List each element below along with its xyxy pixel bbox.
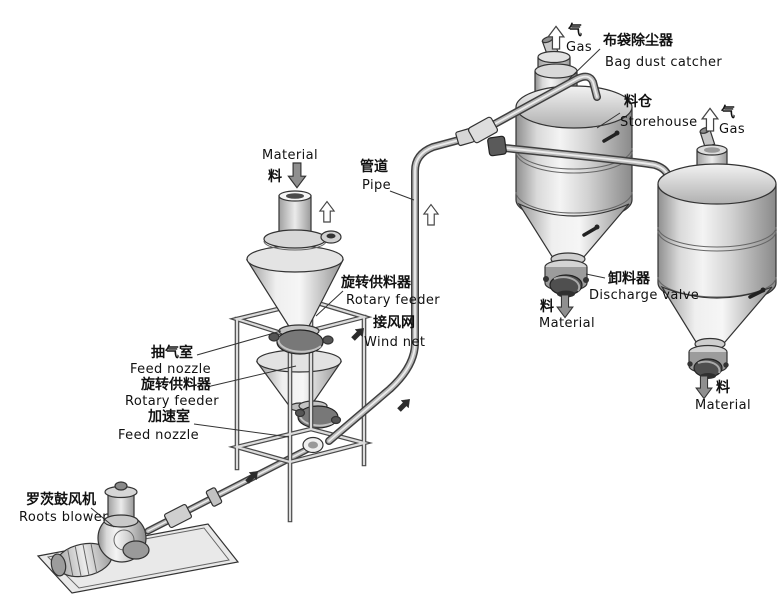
leader-acceleration-chamber	[193, 423, 290, 438]
material-in-label-zh: 料	[268, 168, 282, 185]
gas-left-label-zh: 气	[567, 22, 582, 39]
leader-rotary-feeder-lower	[210, 365, 297, 387]
material-out1-down-arrow-icon	[556, 294, 574, 319]
silo2-dome	[657, 163, 777, 205]
silo2-side-pin	[748, 287, 766, 299]
discharge-valve-label-zh: 卸料器	[608, 270, 651, 287]
hopper-flange-rim	[263, 240, 327, 251]
blower-inlet-flange	[103, 514, 139, 528]
pipe-flow-ne-arrow-icon	[395, 395, 414, 414]
inner-cone-hopper	[255, 349, 343, 412]
storehouse-label-en: Storehouse	[620, 115, 698, 130]
blower-inlet-knob	[114, 481, 128, 491]
bag-dust-catcher-label-en: Bag dust catcher	[605, 55, 722, 70]
blower-base-rim	[46, 527, 230, 589]
material-in-down-arrow-icon	[287, 162, 307, 189]
gas-left-label-en: Gas	[566, 40, 592, 55]
leader-rotary-feeder-upper	[315, 290, 344, 317]
hopper-inlet-tube	[278, 195, 312, 237]
suction-chamber-label-zh: 抽气室	[151, 344, 193, 361]
top-hopper	[245, 190, 344, 329]
material-in-label-en: Material	[262, 148, 318, 163]
conveying-pipe	[325, 136, 463, 445]
gas-right-label-en: Gas	[719, 122, 745, 137]
discharge-valve-label-en: Discharge valve	[589, 288, 699, 303]
silo2-seam	[657, 226, 777, 248]
leader-bag-dust-catcher	[568, 48, 601, 80]
bag-dust-catcher-label-zh: 布袋除尘器	[603, 32, 674, 49]
feed-entry-bore	[308, 441, 318, 449]
material-out1-label-zh: 料	[540, 298, 554, 315]
material-out1-label-en: Material	[539, 316, 595, 331]
pipe-label-en: Pipe	[362, 178, 391, 193]
discharge-valve-2	[687, 344, 729, 379]
pipe-coupling	[163, 503, 193, 529]
support-frame	[227, 298, 374, 523]
rotary-feeder-upper-label-zh: 旋转供料器	[340, 274, 412, 291]
pipe-flow-up-arrow-icon	[423, 204, 439, 226]
rotary-feeder-lower-label-en: Rotary feeder	[125, 394, 219, 409]
leader-suction-chamber	[196, 330, 282, 356]
acceleration-chamber-label-en: Feed nozzle	[118, 428, 199, 443]
silo2-seam	[657, 230, 777, 252]
blower-front-flange	[122, 540, 150, 560]
junction-sleeve	[467, 116, 499, 144]
storehouse-silo-2	[657, 127, 777, 379]
roots-blower	[36, 481, 240, 594]
leader-discharge-valve	[585, 273, 606, 279]
storehouse-label-zh: 料仓	[624, 93, 653, 110]
junction-ring	[487, 135, 507, 157]
wind-net-label-en: Wind net	[364, 335, 425, 350]
leader-pipe	[389, 190, 415, 201]
leader-storehouse	[596, 112, 621, 129]
roots-blower-label-en: Roots blower	[19, 510, 108, 525]
roots-blower-label-zh: 罗茨鼓风机	[26, 491, 96, 508]
hopper-vent-bore	[326, 233, 336, 239]
rotary-feeder-lower-label-zh: 旋转供料器	[140, 376, 212, 393]
pipe-label-zh: 管道	[360, 158, 388, 175]
pipe-branch-to-dust-catcher	[487, 72, 601, 130]
wind-net-label-zh: 接风网	[373, 314, 415, 331]
storehouse-silo-1	[515, 35, 633, 298]
rotary-feeder-upper-unit	[268, 324, 334, 355]
leader-roots-blower	[90, 507, 115, 528]
hopper-inlet-bore	[286, 193, 304, 199]
gas-right-label-zh: 气	[720, 104, 735, 121]
rotary-feeder-upper-label-en: Rotary feeder	[346, 293, 440, 308]
material-out2-label-zh: 料	[716, 379, 730, 396]
material-out2-label-en: Material	[695, 398, 751, 413]
rotary-feeder-lower-unit	[294, 400, 342, 429]
pipe-coupling	[205, 487, 223, 507]
silo2-seam	[657, 276, 777, 298]
acceleration-chamber-label-zh: 加速室	[147, 408, 190, 425]
material-out2-down-arrow-icon	[695, 375, 713, 400]
hopper-vent-up-arrow-icon	[319, 201, 335, 223]
suction-chamber-label-en: Feed nozzle	[130, 362, 211, 377]
discharge-valve-1	[543, 259, 589, 298]
hopper-flange	[263, 229, 327, 249]
silo1-seam	[515, 191, 633, 214]
silo1-side-pins	[582, 130, 620, 237]
